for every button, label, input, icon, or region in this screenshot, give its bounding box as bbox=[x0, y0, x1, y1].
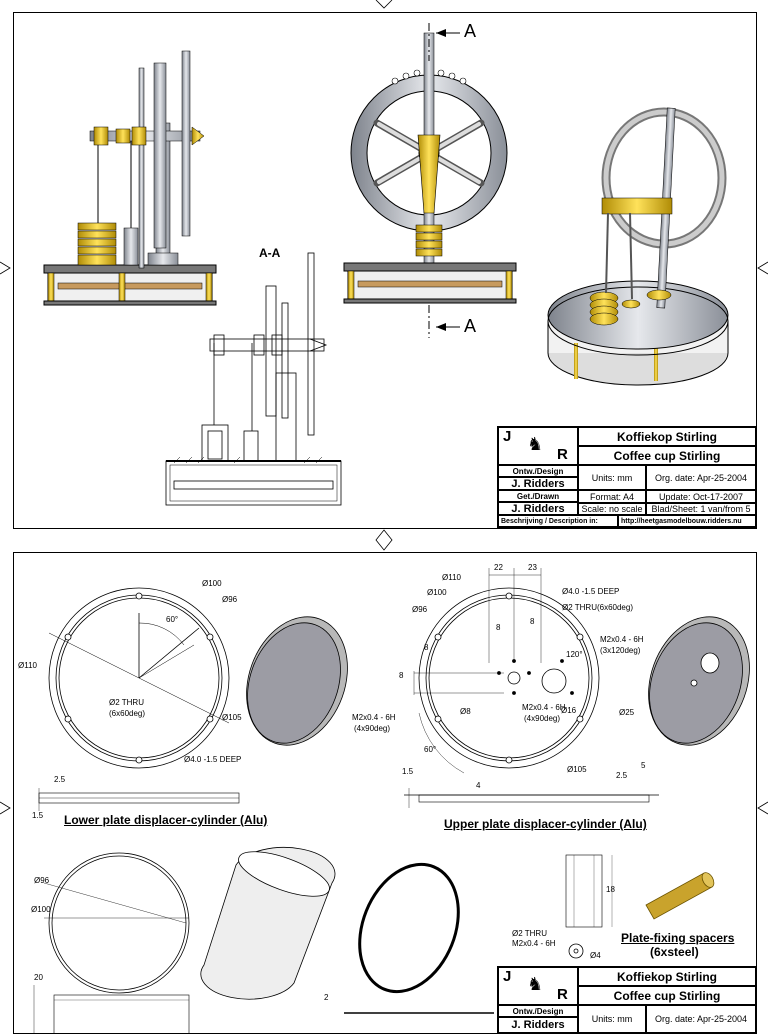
dim-upper-d16: Ø16 bbox=[561, 706, 577, 715]
dim-lower-thru-pattern: (6x60deg) bbox=[109, 709, 146, 718]
dim-spacer-thru: Ø2 THRU bbox=[512, 929, 547, 938]
design-name: J. Ridders bbox=[498, 477, 578, 490]
dim-upper-m2: M2x0.4 - 6H bbox=[600, 635, 644, 644]
logo-j: J bbox=[503, 428, 512, 445]
dim-spacer-m2: M2x0.4 - 6H bbox=[512, 939, 556, 948]
description-label: Beschrijving / Description in: bbox=[498, 515, 618, 527]
dim-upper-n8a: 8 bbox=[496, 623, 501, 632]
drawing-sheet-1: A-A A-A A A bbox=[13, 12, 757, 529]
scale: Scale: no scale bbox=[578, 503, 646, 515]
units: Units: mm bbox=[578, 1005, 646, 1033]
logo-box: J ♞ R bbox=[498, 427, 578, 465]
dim-upper-d110: Ø110 bbox=[442, 573, 461, 582]
dim-ring-d100: Ø100 bbox=[31, 905, 51, 914]
title-block-1: J ♞ R Koffiekop Stirling Coffee cup Stir… bbox=[497, 426, 757, 528]
dim-lower-d110: Ø110 bbox=[18, 661, 37, 670]
dim-upper-m2-4x: M2x0.4 - 6H bbox=[352, 713, 396, 722]
cylinder-ring-drawing bbox=[33, 847, 336, 1033]
dim-upper-w23: 23 bbox=[528, 563, 537, 572]
dim-lower-h15: 1.5 bbox=[32, 811, 44, 820]
part-drawings bbox=[33, 568, 750, 1033]
dim-upper-a60: 60° bbox=[424, 745, 437, 754]
caption-spacers: Plate-fixing spacers bbox=[621, 931, 735, 945]
dim-upper-deep: Ø4.0 -1.5 DEEP bbox=[562, 587, 620, 596]
dim-ring-h2: 2 bbox=[324, 993, 329, 1002]
dim-upper-w22: 22 bbox=[494, 563, 503, 572]
drawing-sheet-2: Ø100 Ø96 Ø110 60° Ø2 THRU (6x60deg) Ø105… bbox=[13, 552, 757, 1034]
dim-upper-h25: 2.5 bbox=[616, 771, 628, 780]
spacer-drawing bbox=[565, 854, 613, 959]
caption-spacers-qty: (6xsteel) bbox=[650, 945, 699, 959]
dim-lower-thru: Ø2 THRU bbox=[109, 698, 144, 707]
logo-j: J bbox=[503, 968, 512, 985]
section-label: A-A bbox=[259, 246, 281, 260]
title-nl: Koffiekop Stirling bbox=[578, 967, 756, 986]
assembly-views: A-A bbox=[43, 23, 729, 506]
format: Format: A4 bbox=[578, 490, 646, 503]
dim-upper-m2-pattern: (3x120deg) bbox=[600, 646, 641, 655]
dim-upper-d100: Ø100 bbox=[427, 588, 447, 597]
dim-ring-d96: Ø96 bbox=[34, 876, 50, 885]
title-en: Coffee cup Stirling bbox=[578, 446, 756, 465]
drawn-label: Get./Drawn bbox=[498, 490, 578, 502]
cut-label-bottom: A bbox=[464, 316, 477, 336]
dim-upper-h5: 5 bbox=[641, 761, 646, 770]
front-view-flywheel bbox=[343, 23, 517, 338]
dim-upper-h15: 1.5 bbox=[402, 767, 414, 776]
description-url[interactable]: http://heetgasmodelbouw.ridders.nu bbox=[618, 515, 756, 527]
title-block-2: J ♞ R Koffiekop Stirling Coffee cup Stir… bbox=[497, 966, 757, 1034]
o-ring-drawing bbox=[344, 862, 494, 1014]
sheet-number: Blad/Sheet: 1 van/from 5 bbox=[646, 503, 756, 515]
caption-upper-plate: Upper plate displacer-cylinder (Alu) bbox=[444, 817, 647, 831]
horse-rider-icon: ♞ bbox=[527, 434, 544, 454]
dim-lower-h25: 2.5 bbox=[54, 775, 66, 784]
caption-lower-plate: Lower plate displacer-cylinder (Alu) bbox=[64, 813, 268, 827]
dim-spacer-d4: Ø4 bbox=[590, 951, 601, 960]
dim-spacer-l18: 18 bbox=[606, 885, 615, 894]
design-label: Ontw./Design bbox=[498, 1005, 578, 1017]
update-date: Update: Oct-17-2007 bbox=[646, 490, 756, 503]
dim-lower-angle60: 60° bbox=[166, 615, 179, 624]
logo-r: R bbox=[557, 986, 568, 1003]
dim-lower-d105: Ø105 bbox=[222, 713, 242, 722]
side-view-assembly bbox=[43, 50, 217, 306]
dim-upper-m2-4x-b-pattern: (4x90deg) bbox=[524, 714, 561, 723]
dim-upper-n8c: 8 bbox=[424, 643, 429, 652]
dim-upper-d8: Ø8 bbox=[460, 707, 471, 716]
dim-lower-d100: Ø100 bbox=[202, 579, 222, 588]
cut-label-top: A bbox=[464, 21, 477, 41]
dim-lower-d96: Ø96 bbox=[222, 595, 238, 604]
logo-r: R bbox=[557, 446, 568, 463]
dim-upper-n8b: 8 bbox=[530, 617, 535, 626]
section-view-a-a bbox=[165, 252, 342, 506]
design-label: Ontw./Design bbox=[498, 465, 578, 477]
title-en: Coffee cup Stirling bbox=[578, 986, 756, 1005]
dim-upper-a120: 120° bbox=[566, 650, 583, 659]
dim-lower-deep: Ø4.0 -1.5 DEEP bbox=[184, 755, 242, 764]
isometric-view-assembly bbox=[547, 107, 729, 386]
dim-upper-d105: Ø105 bbox=[567, 765, 587, 774]
design-name: J. Ridders bbox=[498, 1017, 578, 1033]
units: Units: mm bbox=[578, 465, 646, 490]
dim-upper-thru: Ø2 THRU(6x60deg) bbox=[562, 603, 633, 612]
spacer-iso-icon bbox=[645, 872, 715, 920]
title-nl: Koffiekop Stirling bbox=[578, 427, 756, 446]
lower-plate-drawing bbox=[38, 587, 348, 811]
drawn-name: J. Ridders bbox=[498, 502, 578, 515]
dim-upper-d25: Ø25 bbox=[619, 708, 635, 717]
horse-rider-icon: ♞ bbox=[527, 974, 544, 994]
dim-ring-h20: 20 bbox=[34, 973, 43, 982]
logo-box: J ♞ R bbox=[498, 967, 578, 1005]
org-date: Org. date: Apr-25-2004 bbox=[646, 1005, 756, 1033]
upper-plate-drawing bbox=[404, 568, 750, 808]
dim-upper-m2-4x-b: M2x0.4 - 6H bbox=[522, 703, 566, 712]
org-date: Org. date: Apr-25-2004 bbox=[646, 465, 756, 490]
dim-upper-d96: Ø96 bbox=[412, 605, 428, 614]
dim-upper-h4: 4 bbox=[476, 781, 481, 790]
dim-upper-n8d: 8 bbox=[399, 671, 404, 680]
dim-upper-m2-4x-pattern: (4x90deg) bbox=[354, 724, 391, 733]
